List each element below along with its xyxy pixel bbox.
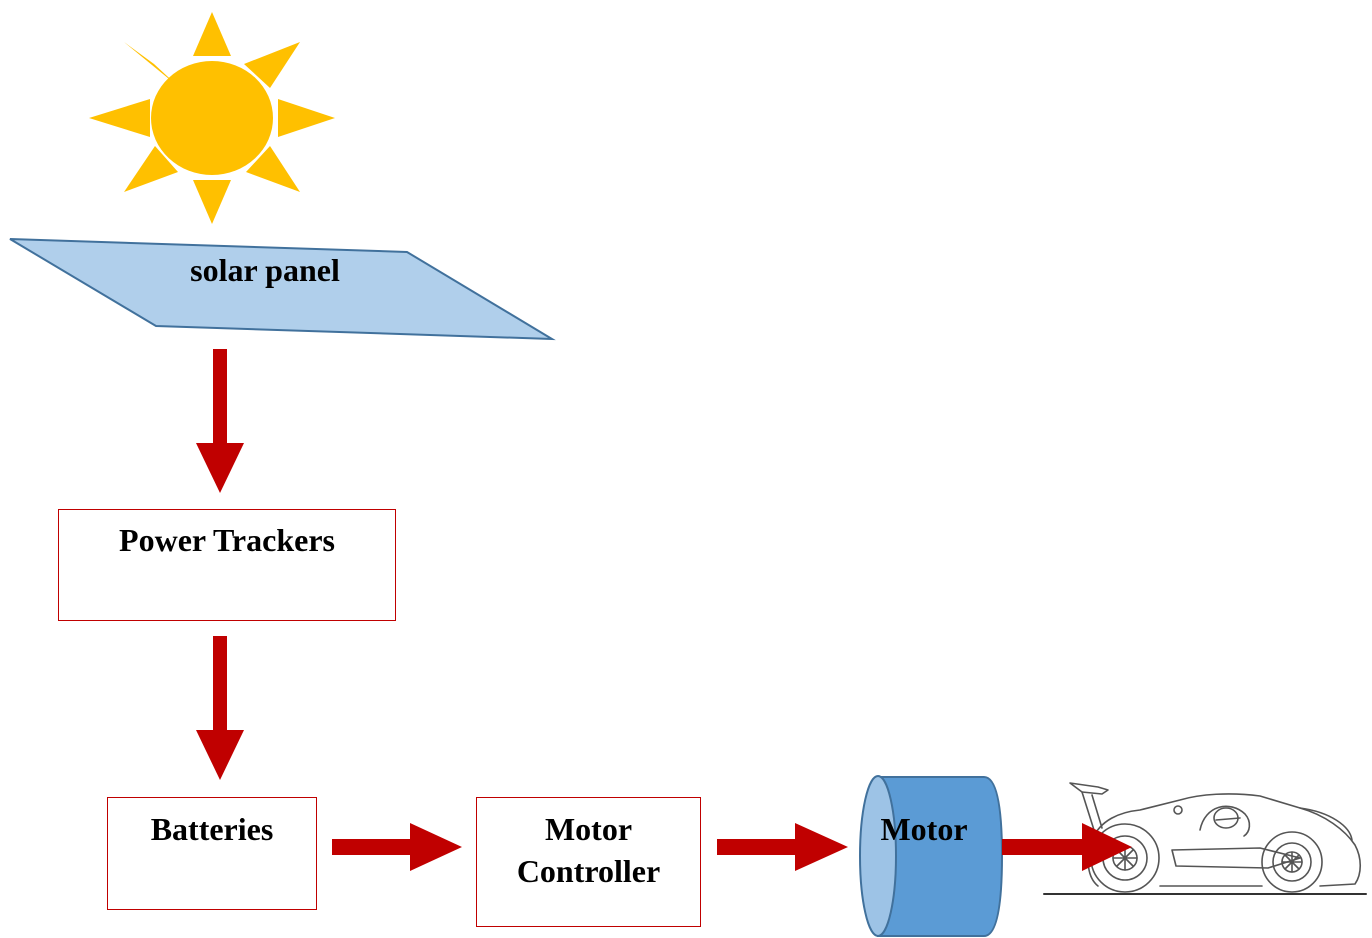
motor-cylinder (859, 775, 1004, 937)
motor-controller-label: Motor Controller (476, 809, 701, 892)
race-car-icon (1043, 782, 1367, 895)
sun-icon (89, 12, 335, 224)
motor-controller-label-line1: Motor (544, 811, 633, 847)
arrow-panel-to-trackers (196, 349, 244, 493)
arrow-trackers-to-batteries (196, 636, 244, 780)
motor-controller-label-line2: Controller (516, 852, 661, 889)
arrow-motor-to-car (1002, 823, 1132, 871)
arrow-controller-to-motor (717, 823, 848, 871)
batteries-box (107, 797, 317, 910)
batteries-label: Batteries (150, 811, 274, 847)
motor-controller-box (476, 797, 701, 927)
power-trackers-label: Power Trackers (119, 522, 335, 558)
solar-panel-shape (9, 238, 556, 341)
solar-panel-label: solar panel (190, 252, 340, 288)
arrow-batteries-to-controller (332, 823, 462, 871)
power-trackers-box (58, 509, 396, 621)
motor-label: Motor (880, 811, 968, 847)
